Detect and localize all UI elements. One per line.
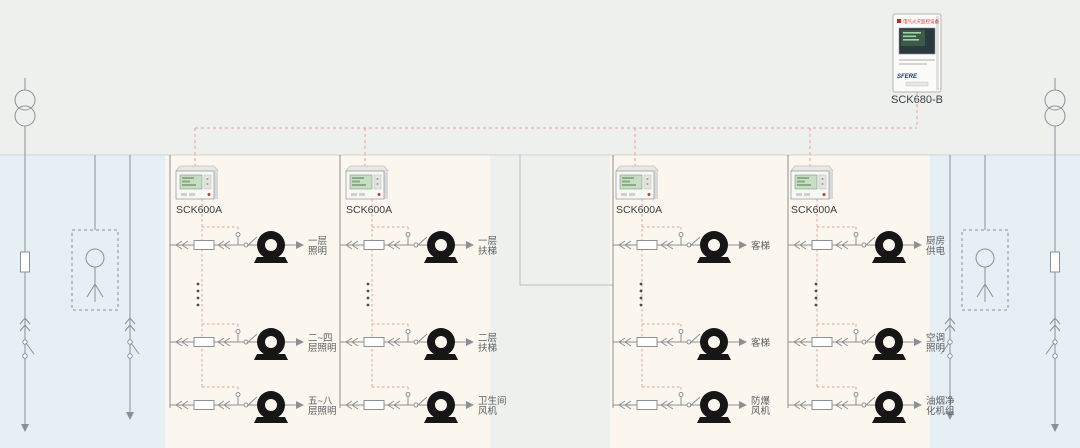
- circuit-label: 照明: [926, 343, 945, 354]
- circuit-label: 层照明: [308, 406, 337, 417]
- circuit-label: 厨房: [926, 235, 945, 247]
- circuit-label: 扶梯: [478, 245, 498, 257]
- device-label: SCK600A: [346, 204, 392, 216]
- circuit-label: 风机: [478, 405, 498, 417]
- fire-monitor-device: 电气火灾监控设备 SFERE: [892, 13, 942, 93]
- sck600a-device: [790, 165, 834, 200]
- left-incomer-zone: [0, 155, 165, 448]
- circuit-label: 化机组: [926, 405, 955, 417]
- circuit-label: 五~八: [308, 396, 333, 407]
- circuit-label: 客梯: [751, 337, 771, 349]
- brand-logo: SFERE: [897, 74, 918, 80]
- distribution-panel-2: SCK600A 一层 扶梯 二层 扶梯 卫生间 风机: [339, 155, 507, 424]
- monitor-logo-mark: [897, 19, 901, 23]
- circuit-label: 一层: [478, 236, 497, 247]
- sck600a-device: [345, 165, 389, 200]
- circuit-label: 照明: [308, 246, 327, 257]
- circuit-label: 二~四: [308, 333, 333, 344]
- circuit-label: 防爆: [751, 395, 771, 407]
- circuit-label: 一层: [308, 236, 327, 247]
- device-label: SCK600A: [791, 204, 837, 216]
- sensor-dash-lines: [201, 199, 857, 392]
- circuit-label: 客梯: [751, 240, 771, 252]
- circuit-label: 层照明: [308, 343, 337, 354]
- device-label: SCK600A: [176, 204, 222, 216]
- device-label: SCK600A: [616, 204, 662, 216]
- comm-bus-line: [194, 92, 918, 166]
- circuit-label: 扶梯: [478, 342, 498, 354]
- distribution-panel-4: SCK600A 厨房 供电 空调 照明 油烟净 化机组: [787, 155, 955, 424]
- circuit-label: 二层: [478, 333, 497, 344]
- distribution-panel-3: SCK600A 客梯 客梯 防爆 风机: [612, 155, 771, 424]
- circuit-label: 油烟净: [926, 395, 955, 407]
- circuit-label: 空调: [926, 332, 945, 344]
- circuit-label: 风机: [751, 405, 771, 417]
- sck600a-device: [175, 165, 219, 200]
- tie-feeder-line: [519, 155, 613, 286]
- circuit-label: 卫生间: [478, 395, 507, 407]
- sck600a-device: [615, 165, 659, 200]
- monitor-header-text: 电气火灾监控设备: [903, 18, 939, 25]
- circuit-label: 供电: [926, 245, 946, 257]
- distribution-panel-1: SCK600A 一层 照明 二~四 层照明 五~八 层照明: [169, 155, 337, 424]
